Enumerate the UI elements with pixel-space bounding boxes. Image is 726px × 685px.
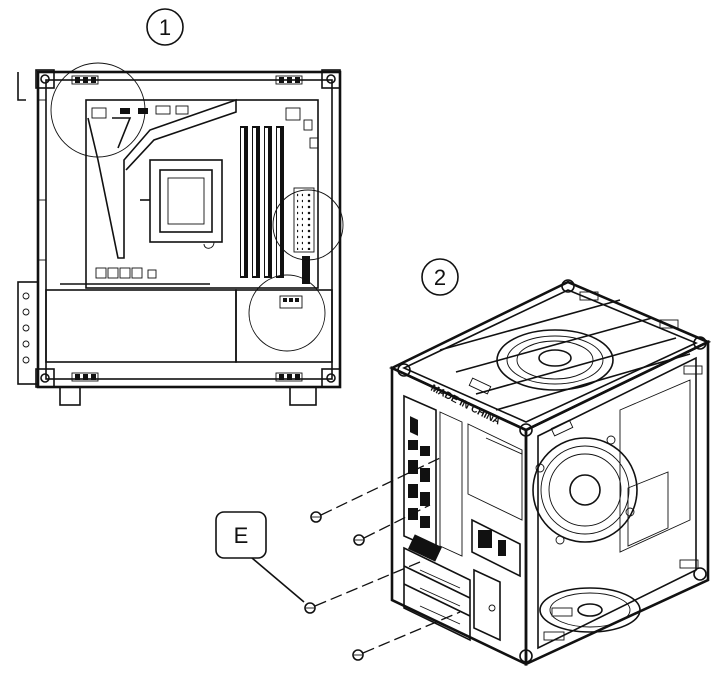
step1-marker: 1 xyxy=(146,8,184,46)
highlight-cpu-power xyxy=(248,274,326,352)
corner-screw xyxy=(35,69,55,89)
rear-mesh-left xyxy=(439,411,463,557)
step1-view: 1 xyxy=(17,8,344,406)
cpu-socket xyxy=(140,159,223,249)
psu-power-inlet xyxy=(471,518,521,578)
atx-24pin-connector xyxy=(293,187,315,284)
highlight-gpu-power xyxy=(50,62,146,158)
rear-io-panel xyxy=(403,394,437,552)
bottom-fan xyxy=(539,587,641,633)
bottom-clips xyxy=(71,372,303,382)
step2-marker: 2 xyxy=(421,258,459,296)
highlight-atx-power xyxy=(272,189,344,261)
psu-bay-front xyxy=(45,289,333,363)
expansion-slots xyxy=(403,534,501,642)
callout-leader-line xyxy=(251,557,305,603)
top-clips xyxy=(71,75,303,85)
motherboard xyxy=(60,98,319,289)
top-fan xyxy=(439,299,691,411)
case-frame-front xyxy=(17,69,342,406)
highlight-circles xyxy=(50,62,344,352)
case-cube xyxy=(388,279,712,667)
callout-box xyxy=(215,511,267,559)
screw-icon xyxy=(310,457,441,523)
rear-mesh-right xyxy=(467,423,523,521)
step2-view: 2 xyxy=(388,258,712,667)
corner-screw xyxy=(321,69,341,89)
psu-unit xyxy=(619,379,691,553)
callout-label: E xyxy=(234,523,249,548)
screw-icon xyxy=(353,504,431,546)
screw-icon xyxy=(352,611,461,661)
screws xyxy=(304,457,461,661)
corner-screw xyxy=(321,368,341,388)
corner-screw xyxy=(35,368,55,388)
screw-icon xyxy=(304,561,421,614)
callout-e: E xyxy=(215,511,305,603)
step2-number: 2 xyxy=(434,265,446,290)
ram-slots xyxy=(240,126,284,278)
step1-number: 1 xyxy=(159,15,171,40)
psu-fan xyxy=(532,435,638,545)
